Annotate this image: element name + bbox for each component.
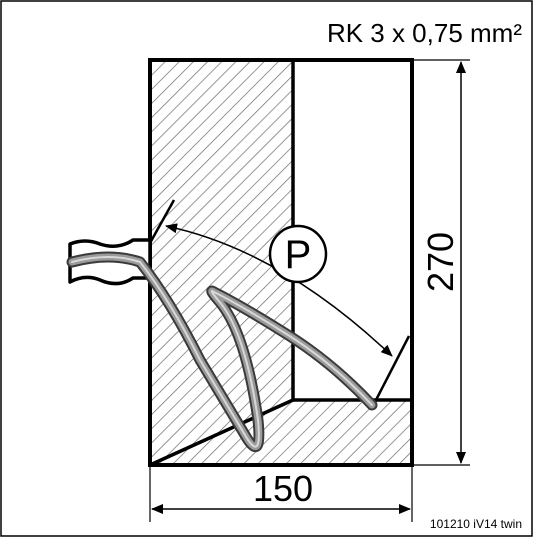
figure-caption: 101210 iV14 twin <box>430 517 522 531</box>
hatched-wall-floor <box>150 400 412 465</box>
p-marker-label: P <box>285 233 312 277</box>
width-dimension-label: 150 <box>253 468 313 509</box>
length-p-dimension: P <box>148 199 411 401</box>
length-p-tick-start <box>148 199 176 244</box>
cable-spec-label: RK 3 x 0,75 mm² <box>327 18 522 48</box>
width-dimension: 150 <box>149 465 413 522</box>
length-p-tick-end <box>374 335 411 401</box>
height-dimension-label: 270 <box>420 232 461 292</box>
height-dimension: 270 <box>412 59 470 466</box>
p-marker-circle <box>268 224 328 284</box>
cavity-diagonal-edge <box>149 398 294 467</box>
